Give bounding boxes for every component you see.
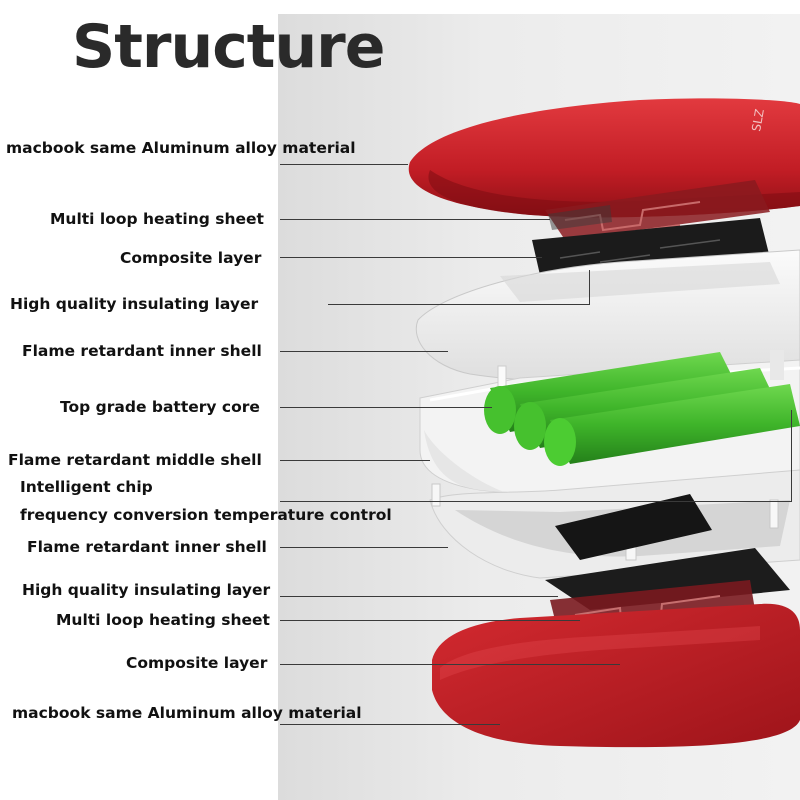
leader-middle-shell	[280, 460, 430, 461]
top-insulating-layer	[415, 249, 800, 384]
leader-bottom-aluminum	[280, 724, 500, 725]
battery-cells	[484, 352, 800, 466]
label-bottom-heating-sheet: Multi loop heating sheet	[56, 611, 270, 629]
leader-bottom-heating-sheet	[280, 620, 580, 621]
leader-inner-shell-bottom	[280, 547, 448, 548]
leader-bottom-composite	[280, 664, 620, 665]
top-heating-sheet	[545, 180, 770, 240]
label-top-insulating: High quality insulating layer	[10, 295, 259, 313]
label-frequency-control: frequency conversion temperature control	[20, 506, 392, 524]
label-inner-shell-bottom: Flame retardant inner shell	[27, 538, 267, 556]
leader-inner-shell-top	[280, 351, 448, 352]
leader-intelligent-chip-riser	[791, 410, 792, 502]
label-bottom-aluminum: macbook same Aluminum alloy material	[12, 704, 362, 722]
label-top-aluminum: macbook same Aluminum alloy material	[6, 139, 356, 157]
label-battery-core: Top grade battery core	[60, 398, 260, 416]
label-inner-shell-top: Flame retardant inner shell	[22, 342, 262, 360]
label-top-heating-sheet: Multi loop heating sheet	[50, 210, 264, 228]
chip-board	[555, 494, 712, 560]
page-title: Structure	[72, 12, 385, 82]
leader-top-insulating	[328, 304, 590, 305]
leader-top-aluminum	[280, 164, 408, 165]
leader-top-heating-sheet	[280, 219, 550, 220]
label-middle-shell: Flame retardant middle shell	[8, 451, 262, 469]
leader-bottom-insulating	[280, 596, 558, 597]
label-top-composite: Composite layer	[120, 249, 262, 267]
svg-text:SLZ: SLZ	[749, 108, 767, 133]
leader-top-composite	[280, 257, 542, 258]
leader-top-insulating-riser	[589, 270, 590, 304]
label-bottom-composite: Composite layer	[126, 654, 268, 672]
leader-intelligent-chip	[280, 501, 792, 502]
label-bottom-insulating: High quality insulating layer	[22, 581, 271, 599]
bottom-aluminum-shell	[432, 603, 800, 748]
leader-battery-core	[280, 407, 492, 408]
label-intelligent-chip: Intelligent chip	[20, 478, 153, 496]
